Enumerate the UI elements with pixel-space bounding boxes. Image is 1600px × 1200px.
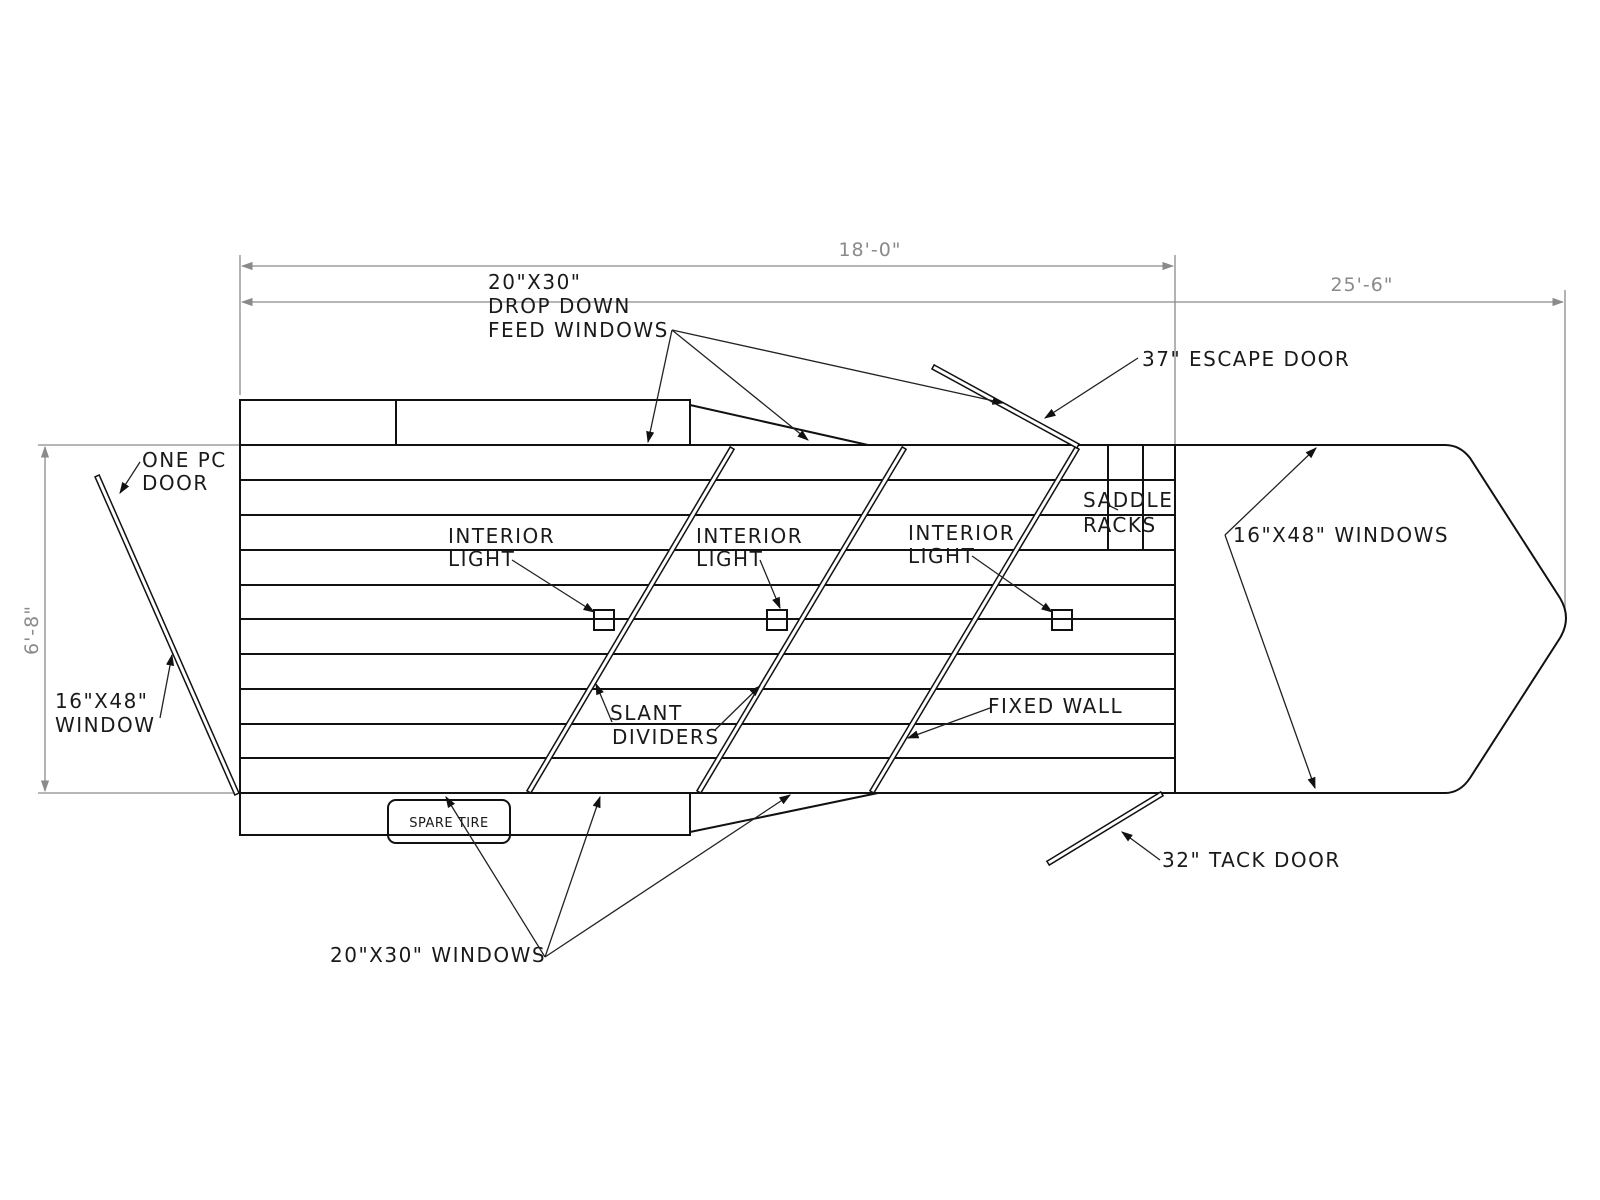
fixed-wall-label: FIXED WALL [988, 694, 1123, 718]
svg-text:20"X30": 20"X30" [488, 270, 582, 294]
side-windows-label: 20"X30" WINDOWS [330, 943, 546, 967]
svg-text:LIGHT: LIGHT [448, 547, 515, 571]
interior-light-3 [1051, 609, 1073, 631]
svg-text:DIVIDERS: DIVIDERS [612, 725, 720, 749]
dimension-label-18ft: 18'-0" [838, 239, 901, 261]
svg-text:LIGHT: LIGHT [696, 547, 763, 571]
leader-lines [119, 329, 1317, 958]
nose-windows-label: 16"X48" WINDOWS [1233, 523, 1449, 547]
svg-text:INTERIOR: INTERIOR [908, 521, 1015, 545]
slant-divider-2 [695, 445, 908, 795]
interior-light-2-label: INTERIOR LIGHT [696, 524, 803, 571]
tack-door [1045, 790, 1165, 867]
svg-text:FEED WINDOWS: FEED WINDOWS [488, 318, 669, 342]
trailer-body: SPARE TIRE [94, 363, 1567, 867]
svg-text:SADDLE: SADDLE [1083, 488, 1173, 512]
dimension-label-width: 6'-8" [21, 605, 43, 655]
escape-door [930, 363, 1081, 450]
dimension-18ft: 18'-0" [239, 239, 1176, 445]
one-pc-door [94, 474, 240, 796]
dimension-25ft: 25'-6" [240, 274, 1566, 610]
interior-light-1-label: INTERIOR LIGHT [448, 524, 555, 571]
svg-text:DROP DOWN: DROP DOWN [488, 294, 631, 318]
interior-light-2 [766, 609, 788, 631]
interior-light-1 [593, 609, 615, 631]
tack-door-label: 32" TACK DOOR [1162, 848, 1341, 872]
svg-text:INTERIOR: INTERIOR [448, 524, 555, 548]
saddle-racks [1107, 445, 1175, 549]
svg-text:ONE PC: ONE PC [142, 448, 227, 472]
svg-text:RACKS: RACKS [1083, 513, 1157, 537]
fixed-wall [868, 445, 1081, 795]
rear-window-label: 16"X48" WINDOW [55, 689, 156, 737]
one-pc-door-label: ONE PC DOOR [142, 448, 227, 495]
svg-text:SLANT: SLANT [610, 701, 683, 725]
floor-boards [240, 479, 1175, 759]
svg-text:LIGHT: LIGHT [908, 544, 975, 568]
svg-text:WINDOW: WINDOW [55, 713, 156, 737]
feed-windows-label: 20"X30" DROP DOWN FEED WINDOWS [488, 270, 669, 342]
slant-divider-1 [525, 445, 736, 795]
nose-tack-compartment [1175, 444, 1567, 794]
dimension-width: 6'-8" [21, 444, 240, 794]
slant-dividers-label: SLANT DIVIDERS [610, 701, 720, 749]
top-feed-window-housing [239, 399, 869, 446]
interior-light-3-label: INTERIOR LIGHT [908, 521, 1015, 568]
svg-text:16"X48": 16"X48" [55, 689, 149, 713]
saddle-racks-label: SADDLE RACKS [1083, 488, 1173, 537]
dimension-label-25ft: 25'-6" [1330, 274, 1393, 296]
escape-door-label: 37" ESCAPE DOOR [1142, 347, 1350, 371]
svg-text:DOOR: DOOR [142, 471, 209, 495]
spare-tire-label: SPARE TIRE [409, 816, 489, 831]
svg-text:INTERIOR: INTERIOR [696, 524, 803, 548]
